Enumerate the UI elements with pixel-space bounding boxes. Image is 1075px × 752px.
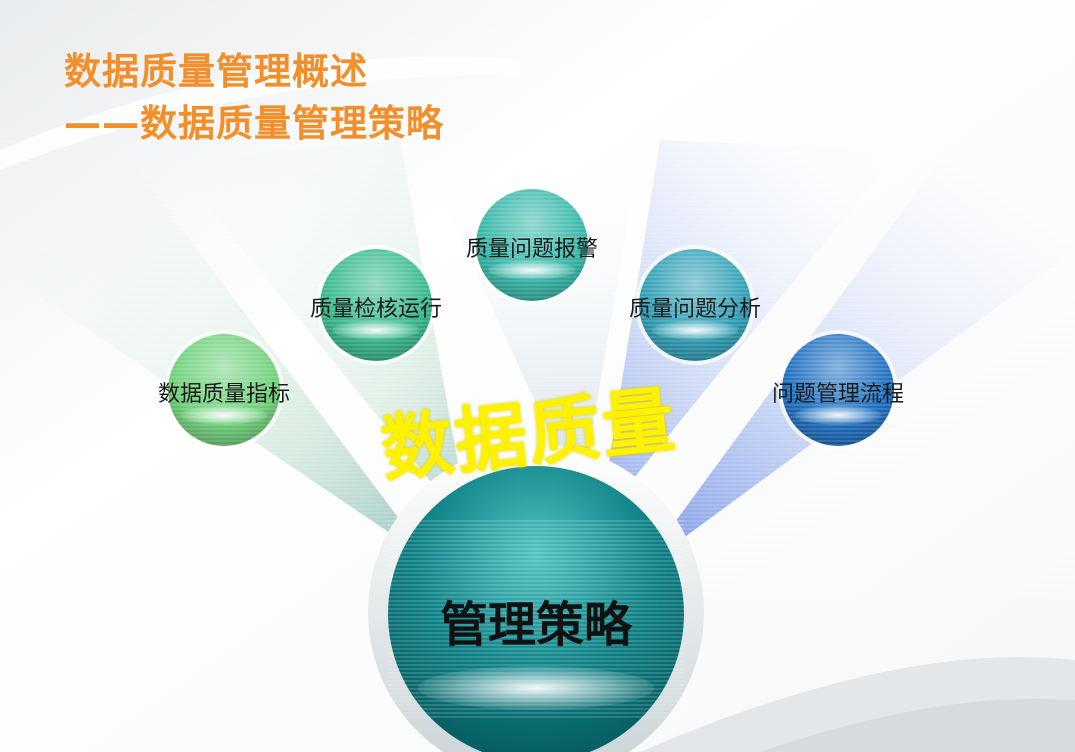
node-circle xyxy=(778,330,898,450)
node-label: 数据质量指标 xyxy=(157,382,291,407)
node-label: 质量问题分析 xyxy=(628,297,762,322)
node-label: 问题管理流程 xyxy=(771,382,905,407)
node-gloss xyxy=(180,405,268,425)
node-stripes xyxy=(168,334,280,446)
node-stripes xyxy=(320,249,432,361)
node-circle xyxy=(472,185,592,305)
node-gloss xyxy=(651,320,739,340)
hub-circle xyxy=(368,444,704,752)
node-label: 质量问题报警 xyxy=(465,237,599,262)
bg-swoosh-bottom-inner xyxy=(760,698,1075,752)
hub-gloss xyxy=(418,666,654,710)
node-stripes xyxy=(639,249,751,361)
page-subtitle: ——数据质量管理策略 xyxy=(64,102,444,145)
nodes-layer xyxy=(164,185,898,450)
node-stripes xyxy=(476,189,588,301)
node-gloss xyxy=(332,320,420,340)
node-stripes xyxy=(782,334,894,446)
node-gloss xyxy=(488,260,576,280)
hub-label: 管理策略 xyxy=(439,597,633,653)
node-gloss xyxy=(794,405,882,425)
node-circle xyxy=(635,245,755,365)
page-title: 数据质量管理概述 xyxy=(64,50,368,93)
node-circle xyxy=(164,330,284,450)
node-circle xyxy=(316,245,436,365)
node-label: 质量检核运行 xyxy=(309,297,443,322)
bg-swoosh-top xyxy=(0,56,520,170)
